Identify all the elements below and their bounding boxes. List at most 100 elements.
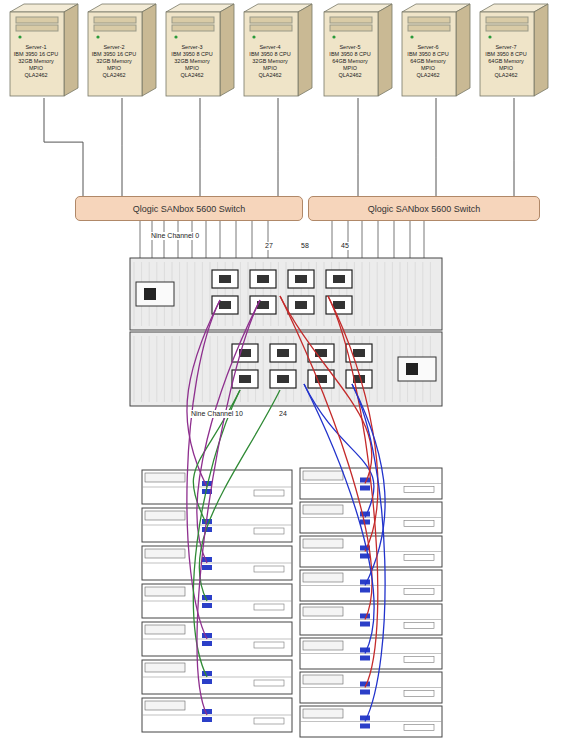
host-port-module: [270, 370, 296, 388]
card-divider: [142, 639, 292, 640]
drive-bay: [94, 17, 136, 23]
drive-bay: [250, 25, 292, 31]
tower-front: [10, 12, 64, 96]
power-led: [252, 35, 255, 38]
server-spec: 32GB Memory: [18, 58, 53, 65]
server-spec: IBM 3950 8 CPU: [485, 51, 526, 58]
server-spec: 32GB Memory: [252, 58, 287, 65]
controller-unit: [130, 258, 442, 330]
disk-enclosure: [300, 706, 442, 737]
vent-line: [156, 336, 157, 402]
server-tower: Server-6IBM 3950 8 CPU64GB MemoryMPIOQLA…: [400, 2, 472, 98]
vent-line: [384, 336, 385, 402]
fibre-wire: [193, 390, 240, 677]
fc-link: [358, 98, 359, 196]
server-label-stack: Server-4IBM 3950 8 CPU32GB MemoryMPIOQLA…: [246, 44, 294, 79]
enclosure-chassis: [300, 706, 442, 737]
enclosure-chassis: [142, 622, 292, 656]
server-tower: Server-7IBM 3950 8 CPU64GB MemoryMPIOQLA…: [478, 2, 550, 98]
fc-cable: [164, 221, 165, 262]
power-socket: [144, 288, 156, 300]
fc-cable: [332, 221, 333, 262]
port-number: 58: [300, 242, 310, 250]
port-slot: [239, 375, 251, 383]
fibre-wire: [187, 300, 220, 487]
fibre-wire: [197, 300, 260, 715]
server-label-stack: Server-1IBM 3950 16 CPU32GB MemoryMPIOQL…: [12, 44, 60, 79]
fc-cable: [192, 221, 193, 262]
vent-line: [324, 262, 325, 326]
port-slot: [219, 301, 231, 309]
server-spec: MPIO: [185, 65, 199, 72]
vent-line: [354, 262, 355, 326]
server-tower: Server-3IBM 3950 8 CPU32GB MemoryMPIOQLA…: [164, 2, 236, 98]
tower-front: [324, 12, 378, 96]
tower-side: [64, 4, 78, 96]
fc-port: [202, 641, 212, 646]
server-spec: QLA2462: [258, 72, 281, 79]
drive-bay: [486, 25, 528, 31]
vent-line: [422, 262, 423, 326]
card-divider: [142, 487, 292, 488]
module-handle: [404, 691, 434, 697]
vent-line: [217, 336, 218, 402]
server-spec: IBM 3950 8 CPU: [249, 51, 290, 58]
host-port-module: [250, 270, 276, 288]
server-spec: QLA2462: [338, 72, 361, 79]
vent-line: [225, 336, 226, 402]
fc-port: [360, 580, 370, 585]
vent-line: [194, 262, 195, 326]
module-handle: [404, 555, 434, 561]
vent-line: [377, 262, 378, 326]
server-spec: QLA2462: [494, 72, 517, 79]
tower-side: [456, 4, 470, 96]
server-name: Server-1: [25, 44, 46, 51]
enclosure-chassis: [142, 698, 292, 732]
drive-bay: [16, 25, 58, 31]
vent-line: [430, 262, 431, 326]
fc-cable: [394, 221, 395, 262]
module-handle: [254, 680, 284, 686]
drive-bay: [16, 17, 58, 23]
fc-link: [514, 98, 515, 196]
vent-line: [210, 262, 211, 326]
drive-bay: [172, 25, 214, 31]
disk-enclosure: [142, 508, 292, 542]
port-slot: [277, 349, 289, 357]
enclosure-chassis: [300, 672, 442, 703]
enclosure-chassis: [142, 546, 292, 580]
vent-line: [187, 262, 188, 326]
fc-cable: [378, 221, 379, 262]
module-handle: [404, 589, 434, 595]
fc-port: [202, 717, 212, 722]
drive-bay: [330, 17, 372, 23]
fc-port: [360, 724, 370, 729]
controller-card: [303, 471, 343, 480]
module-handle: [404, 725, 434, 731]
fc-cable: [152, 221, 153, 262]
fibre-wire: [328, 296, 378, 688]
vent-line: [202, 262, 203, 326]
drive-bay: [408, 17, 450, 23]
server-name: Server-6: [417, 44, 438, 51]
power-led: [332, 35, 335, 38]
port-number: 45: [340, 242, 350, 250]
server-spec: IBM 3950 16 CPU: [92, 51, 136, 58]
enclosure-chassis: [142, 660, 292, 694]
power-led: [488, 35, 491, 38]
vent-line: [172, 336, 173, 402]
fc-cable: [362, 221, 363, 262]
card-divider: [142, 601, 292, 602]
power-supply: [136, 282, 174, 306]
server-tower: Server-1IBM 3950 16 CPU32GB MemoryMPIOQL…: [8, 2, 80, 98]
server-spec: 32GB Memory: [174, 58, 209, 65]
card-divider: [300, 585, 442, 586]
tower-side: [378, 4, 392, 96]
fc-port: [202, 595, 212, 600]
vent-line: [392, 262, 393, 326]
channel-label: Nine Channel 0: [190, 410, 240, 418]
fc-cable: [206, 221, 207, 262]
server-spec: IBM 3950 8 CPU: [407, 51, 448, 58]
